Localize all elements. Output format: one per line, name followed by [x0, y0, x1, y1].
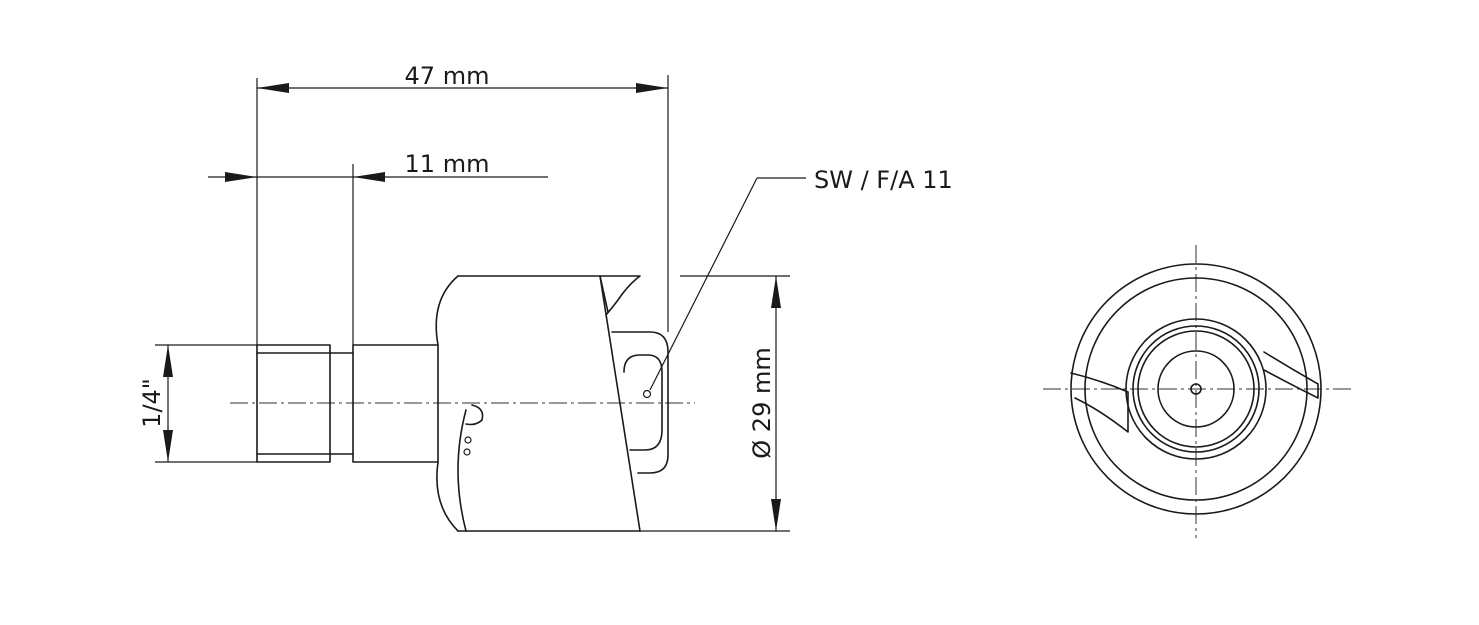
dim-diameter-label: Ø 29 mm [748, 347, 776, 458]
right-jaw [1263, 351, 1319, 399]
orifice [1190, 383, 1202, 395]
dim-hex-length [208, 164, 548, 345]
side-view: 47 mm 11 mm 1/4" Ø 29 mm [138, 62, 953, 532]
thread-ring-outer [1132, 325, 1260, 453]
dim-diameter [640, 275, 790, 532]
front-view [1043, 245, 1352, 538]
wrench-size-label: SW / F/A 11 [814, 166, 953, 194]
orifice-ring [1157, 350, 1235, 428]
dim-hex-length-label: 11 mm [405, 150, 490, 178]
threaded-inlet [256, 344, 354, 463]
inner-ring [1084, 277, 1308, 501]
dim-thread-size [155, 344, 257, 463]
hex-face-ring [1125, 318, 1267, 460]
wrench-size-leader [649, 177, 806, 391]
dim-overall-length [256, 75, 669, 345]
outer-ring [1070, 263, 1322, 515]
dim-thread-size-label: 1/4" [138, 378, 166, 428]
nozzle-body [435, 275, 669, 532]
hex-section [352, 344, 439, 463]
dim-overall-length-label: 47 mm [405, 62, 490, 90]
thread-ring-inner [1137, 330, 1255, 448]
left-jaw [1070, 372, 1129, 433]
